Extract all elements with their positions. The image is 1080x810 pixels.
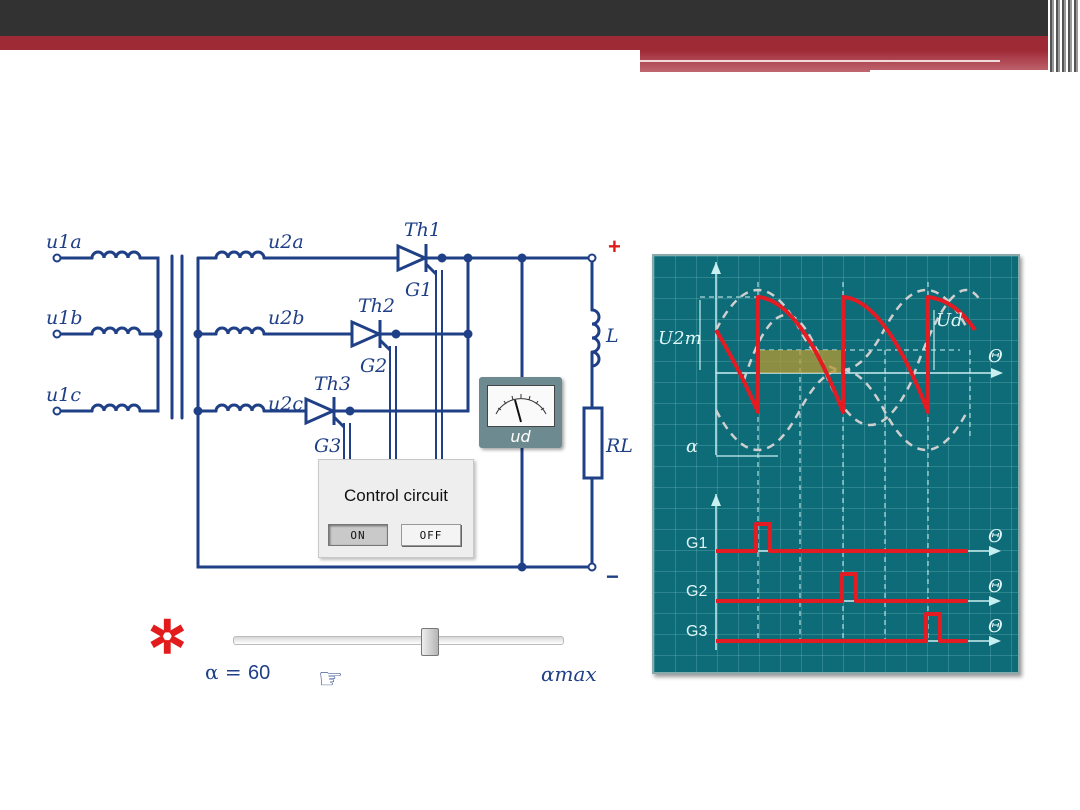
- voltmeter-label: ud: [510, 427, 531, 446]
- scope-label-g3: G3: [686, 623, 707, 640]
- voltmeter: ud: [479, 377, 562, 448]
- label-g2: G2: [360, 355, 387, 377]
- alpha-max-label: αmax: [541, 662, 597, 686]
- scope-label-theta-main: Θ: [988, 346, 1003, 367]
- label-u1a: u1a: [46, 231, 82, 253]
- scope-label-ud: Ud: [936, 310, 963, 331]
- label-g3: G3: [314, 435, 341, 457]
- scope-label-u2m: U2m: [658, 328, 702, 349]
- label-u1b: u1b: [46, 307, 83, 329]
- label-u2c: u2c: [268, 393, 303, 415]
- label-th1: Th1: [404, 219, 441, 241]
- scope-label-alpha: α: [686, 436, 698, 457]
- scope-label-g1: G1: [686, 535, 707, 552]
- average-voltage-area: [758, 350, 843, 373]
- title-bar: [0, 0, 1080, 36]
- label-g1: G1: [405, 279, 432, 301]
- voltmeter-face: [487, 385, 555, 427]
- on-button[interactable]: ON: [328, 524, 388, 546]
- off-button[interactable]: OFF: [401, 524, 461, 546]
- label-plus: +: [608, 234, 621, 259]
- pointing-hand-icon: ☞: [318, 663, 344, 694]
- control-circuit-title: Control circuit: [344, 486, 448, 505]
- label-resistor: RL: [605, 435, 633, 457]
- scope-label-g2: G2: [686, 583, 707, 600]
- alpha-slider-thumb[interactable]: [420, 628, 439, 656]
- label-u2b: u2b: [268, 307, 305, 329]
- accent-band: [0, 36, 1048, 50]
- accent-line: [640, 60, 1000, 62]
- corner-stripes: [1048, 0, 1080, 72]
- alpha-value: 60: [247, 662, 271, 684]
- label-inductor: L: [605, 325, 619, 347]
- scope-label-theta-g1: Θ: [988, 526, 1003, 547]
- asterisk-icon: ✲: [148, 611, 187, 663]
- label-minus: −: [606, 564, 619, 589]
- label-th3: Th3: [314, 373, 351, 395]
- label-th2: Th2: [358, 295, 395, 317]
- scope-label-theta-g3: Θ: [988, 616, 1003, 637]
- alpha-readout-label: α =: [205, 660, 248, 684]
- scope-label-theta-g2: Θ: [988, 576, 1003, 597]
- label-u2a: u2a: [268, 231, 304, 253]
- voltmeter-needle-icon: [495, 394, 547, 423]
- alpha-slider-track[interactable]: [233, 636, 564, 645]
- accent-underline: [870, 70, 1050, 72]
- label-u1c: u1c: [46, 384, 81, 406]
- alpha-readout: α = 60: [205, 660, 270, 685]
- control-circuit-panel: Control circuit ON OFF: [318, 459, 474, 558]
